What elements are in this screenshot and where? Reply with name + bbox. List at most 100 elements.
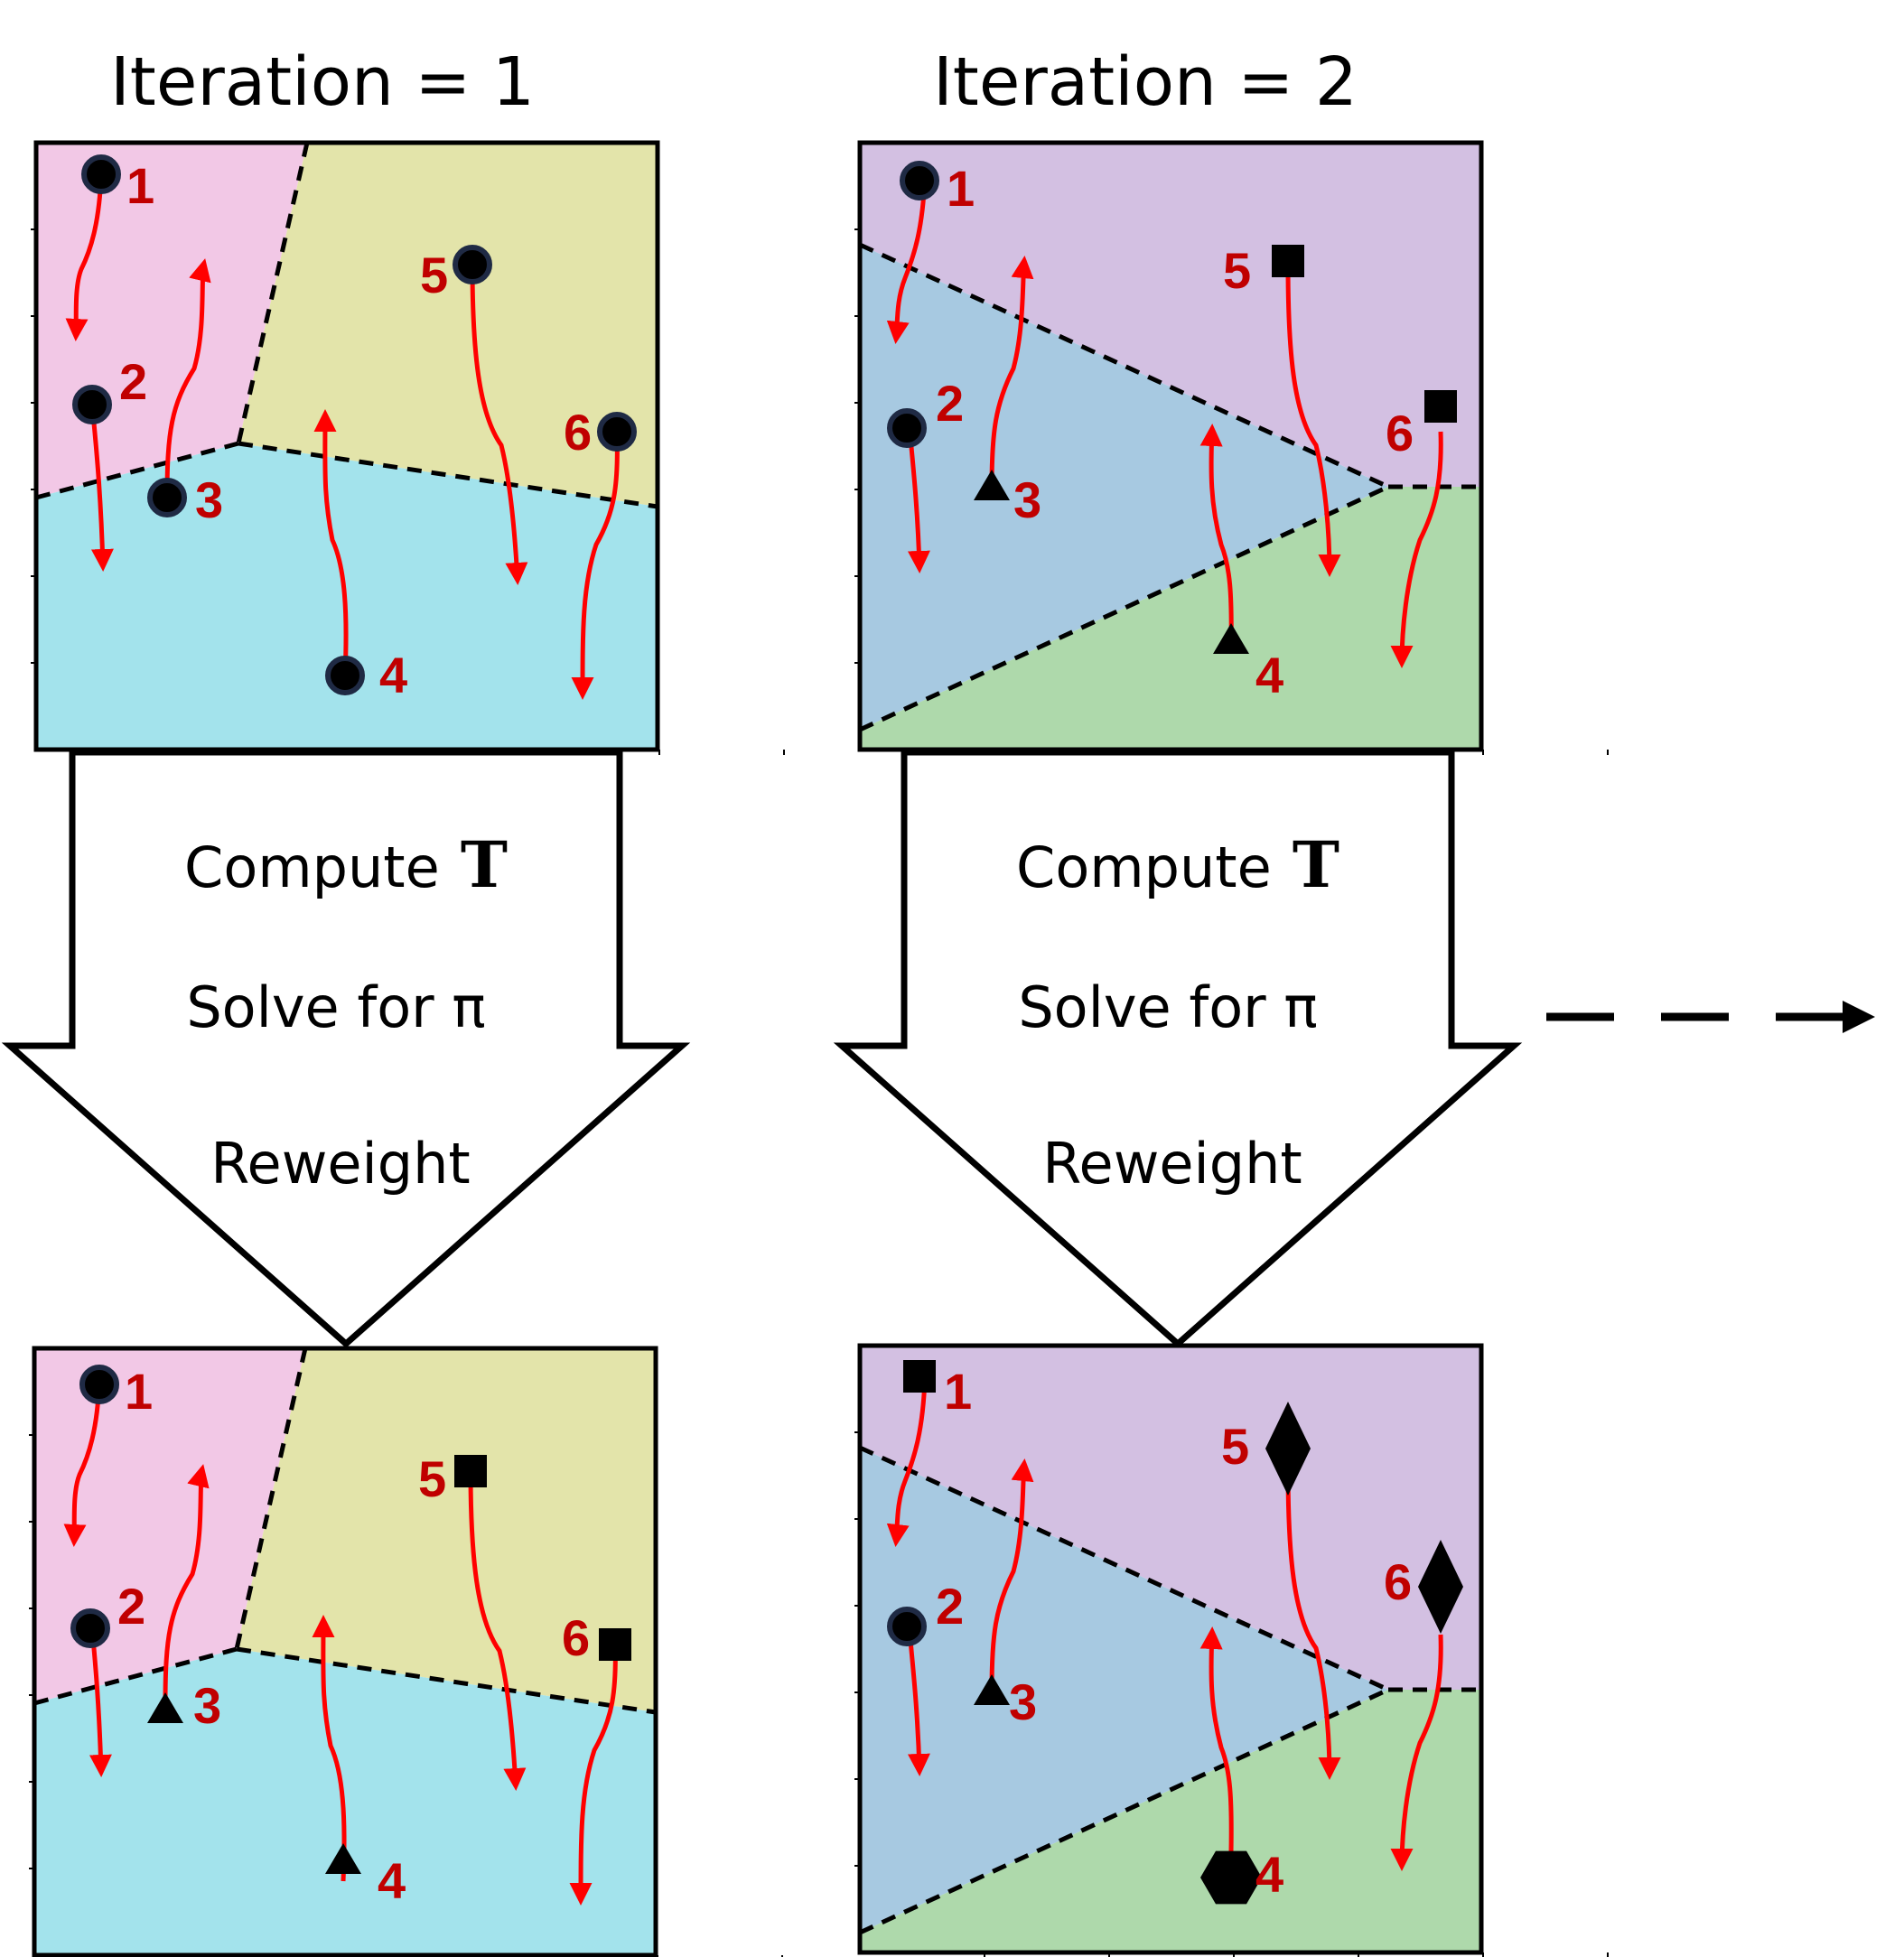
- region-boundary: [236, 1646, 657, 1715]
- point-label-5: 5: [420, 247, 448, 303]
- trajectory-arrow-4: [312, 1615, 347, 1882]
- point-label-2: 2: [936, 1578, 964, 1635]
- marker-square-5: [454, 1455, 487, 1487]
- point-label-5: 5: [1223, 242, 1251, 299]
- point-label-3: 3: [1013, 471, 1041, 528]
- region-boundary: [33, 1646, 238, 1706]
- trajectory-arrow-6: [1390, 431, 1443, 668]
- compute-symbol: T: [1293, 827, 1339, 902]
- green-region: [860, 487, 1481, 750]
- marker-circle-2: [72, 385, 112, 424]
- marker-circle-4: [325, 656, 365, 695]
- svg-text:Compute T: Compute T: [184, 827, 508, 902]
- title-iteration-2: Iteration = 2: [933, 43, 1358, 121]
- trajectory-arrow-5: [1285, 264, 1341, 577]
- panel-frame: [857, 1343, 1484, 1955]
- purple-region: [860, 143, 1481, 487]
- panel-iteration-1-before: 1 2 3 4 5 6: [31, 140, 785, 755]
- point-label-1: 1: [947, 160, 975, 217]
- point-label-3: 3: [193, 1677, 221, 1734]
- step-reweight-1: Reweight: [210, 1131, 470, 1197]
- step-compute-2: Compute T: [1016, 827, 1339, 902]
- blue-region: [860, 1448, 1388, 1933]
- marker-circle-2: [70, 1608, 110, 1648]
- trajectory-arrow-1: [65, 173, 104, 341]
- trajectory-arrow-6: [571, 431, 620, 700]
- blue-region: [860, 245, 1388, 730]
- trajectory-arrow-6: [1390, 1634, 1443, 1871]
- marker-square-1: [903, 1360, 936, 1393]
- trajectory-arrow-3: [989, 256, 1034, 489]
- trajectory-arrow-4: [1199, 1626, 1234, 1852]
- trajectory-arrow-3: [164, 258, 211, 499]
- trajectory-arrow-4: [313, 409, 349, 676]
- trajectory-arrow-6: [569, 1636, 618, 1906]
- point-label-6: 6: [1384, 1553, 1412, 1610]
- point-label-6: 6: [564, 404, 592, 461]
- marker-triangle-3: [974, 470, 1010, 500]
- point-label-4: 4: [1255, 1846, 1283, 1903]
- point-label-2: 2: [117, 1578, 145, 1635]
- trajectory-arrow-3: [989, 1458, 1034, 1692]
- point-label-4: 4: [379, 647, 407, 704]
- trajectory-arrow-1: [886, 1376, 928, 1547]
- marker-square-6: [599, 1628, 631, 1661]
- marker-triangle-4: [1213, 623, 1249, 654]
- point-label-1: 1: [126, 157, 154, 214]
- purple-region: [860, 1346, 1481, 1690]
- region-boundary: [238, 441, 658, 509]
- marker-circle-6: [597, 412, 637, 452]
- dashed-right-arrow-icon: [1546, 1001, 1875, 1033]
- marker-hexagon-4: [1200, 1850, 1262, 1905]
- trajectory-arrow-5: [470, 264, 528, 585]
- step-compute-1: Compute T: [184, 827, 508, 902]
- title-iteration-1: Iteration = 1: [110, 43, 535, 121]
- point-label-2: 2: [936, 375, 964, 432]
- point-label-2: 2: [119, 353, 147, 410]
- compute-label: Compute: [1016, 834, 1272, 900]
- trajectory-arrow-5: [1285, 1467, 1341, 1780]
- point-label-3: 3: [195, 471, 223, 528]
- point-label-5: 5: [418, 1450, 446, 1507]
- marker-circle-1: [81, 154, 121, 194]
- marker-diamond-6: [1418, 1540, 1463, 1634]
- marker-triangle-3: [147, 1692, 183, 1723]
- marker-square-5: [1272, 245, 1304, 277]
- trajectory-arrow-3: [163, 1464, 210, 1704]
- panel-frame: [32, 1346, 658, 1957]
- marker-circle-1: [79, 1365, 119, 1404]
- compute-symbol: T: [461, 827, 508, 902]
- point-label-3: 3: [1009, 1673, 1037, 1730]
- point-label-5: 5: [1221, 1418, 1249, 1475]
- yellow-region: [237, 1348, 656, 1712]
- marker-circle-1: [900, 161, 939, 200]
- region-boundary: [236, 142, 310, 444]
- compute-label: Compute: [184, 834, 440, 900]
- point-label-1: 1: [125, 1363, 153, 1420]
- down-block-arrow-icon-1: [1, 749, 691, 1348]
- marker-diamond-5: [1265, 1402, 1311, 1496]
- point-label-1: 1: [944, 1363, 972, 1420]
- region-boundary: [35, 441, 239, 500]
- region-boundary: [234, 1347, 308, 1650]
- trajectory-arrow-1: [886, 173, 928, 344]
- marker-circle-5: [453, 245, 492, 284]
- marker-circle-2: [887, 1607, 927, 1646]
- green-region: [860, 1690, 1481, 1952]
- point-label-6: 6: [562, 1609, 590, 1666]
- marker-triangle-3: [974, 1674, 1010, 1705]
- yellow-region: [238, 143, 658, 507]
- down-block-arrow-icon-2: [833, 749, 1523, 1348]
- trajectory-arrow-1: [63, 1379, 102, 1547]
- marker-circle-3: [147, 478, 187, 517]
- point-label-4: 4: [378, 1852, 406, 1909]
- marker-triangle-4: [325, 1843, 361, 1874]
- step-reweight-2: Reweight: [1042, 1131, 1302, 1197]
- step-solve-1: Solve for π: [186, 974, 485, 1040]
- trajectory-arrow-5: [468, 1469, 527, 1791]
- point-label-6: 6: [1386, 405, 1414, 461]
